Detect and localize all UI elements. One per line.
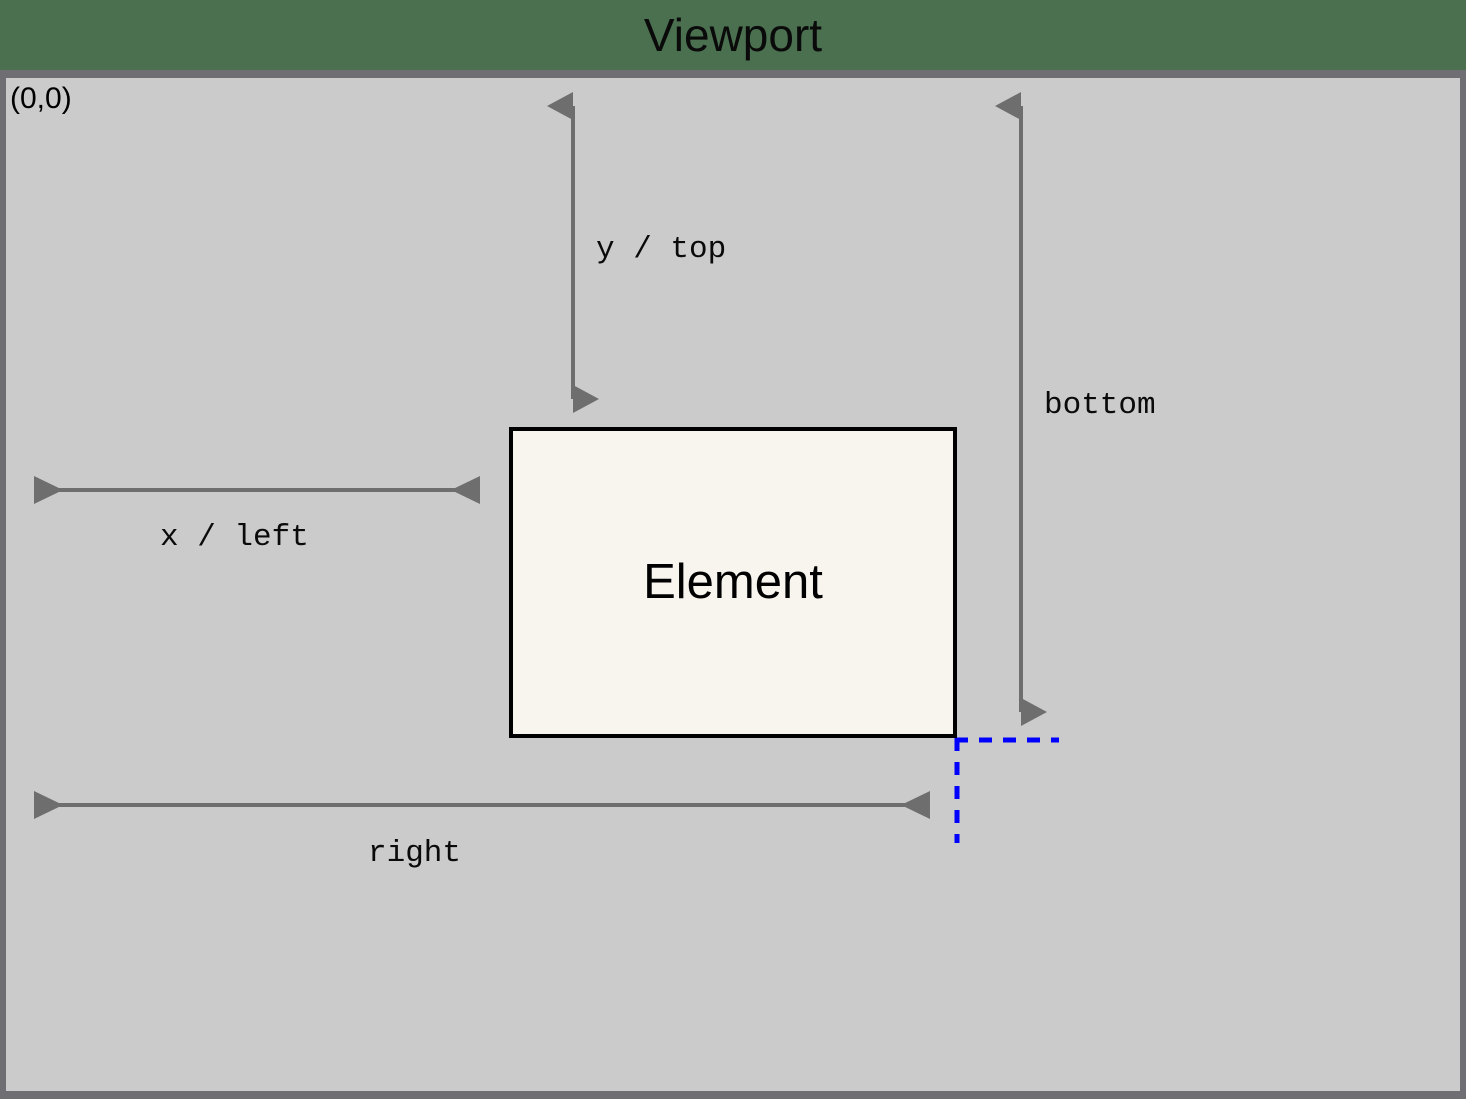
- element-label: Element: [643, 555, 823, 609]
- label-right: right: [368, 836, 462, 871]
- element-box: Element: [509, 427, 957, 738]
- label-x-left: x / left: [160, 520, 309, 555]
- label-y-top: y / top: [596, 232, 727, 267]
- viewport-title-bar: Viewport: [0, 0, 1466, 70]
- page-title: Viewport: [643, 9, 823, 61]
- origin-coordinate-label: (0,0): [10, 82, 72, 115]
- label-bottom: bottom: [1044, 388, 1156, 423]
